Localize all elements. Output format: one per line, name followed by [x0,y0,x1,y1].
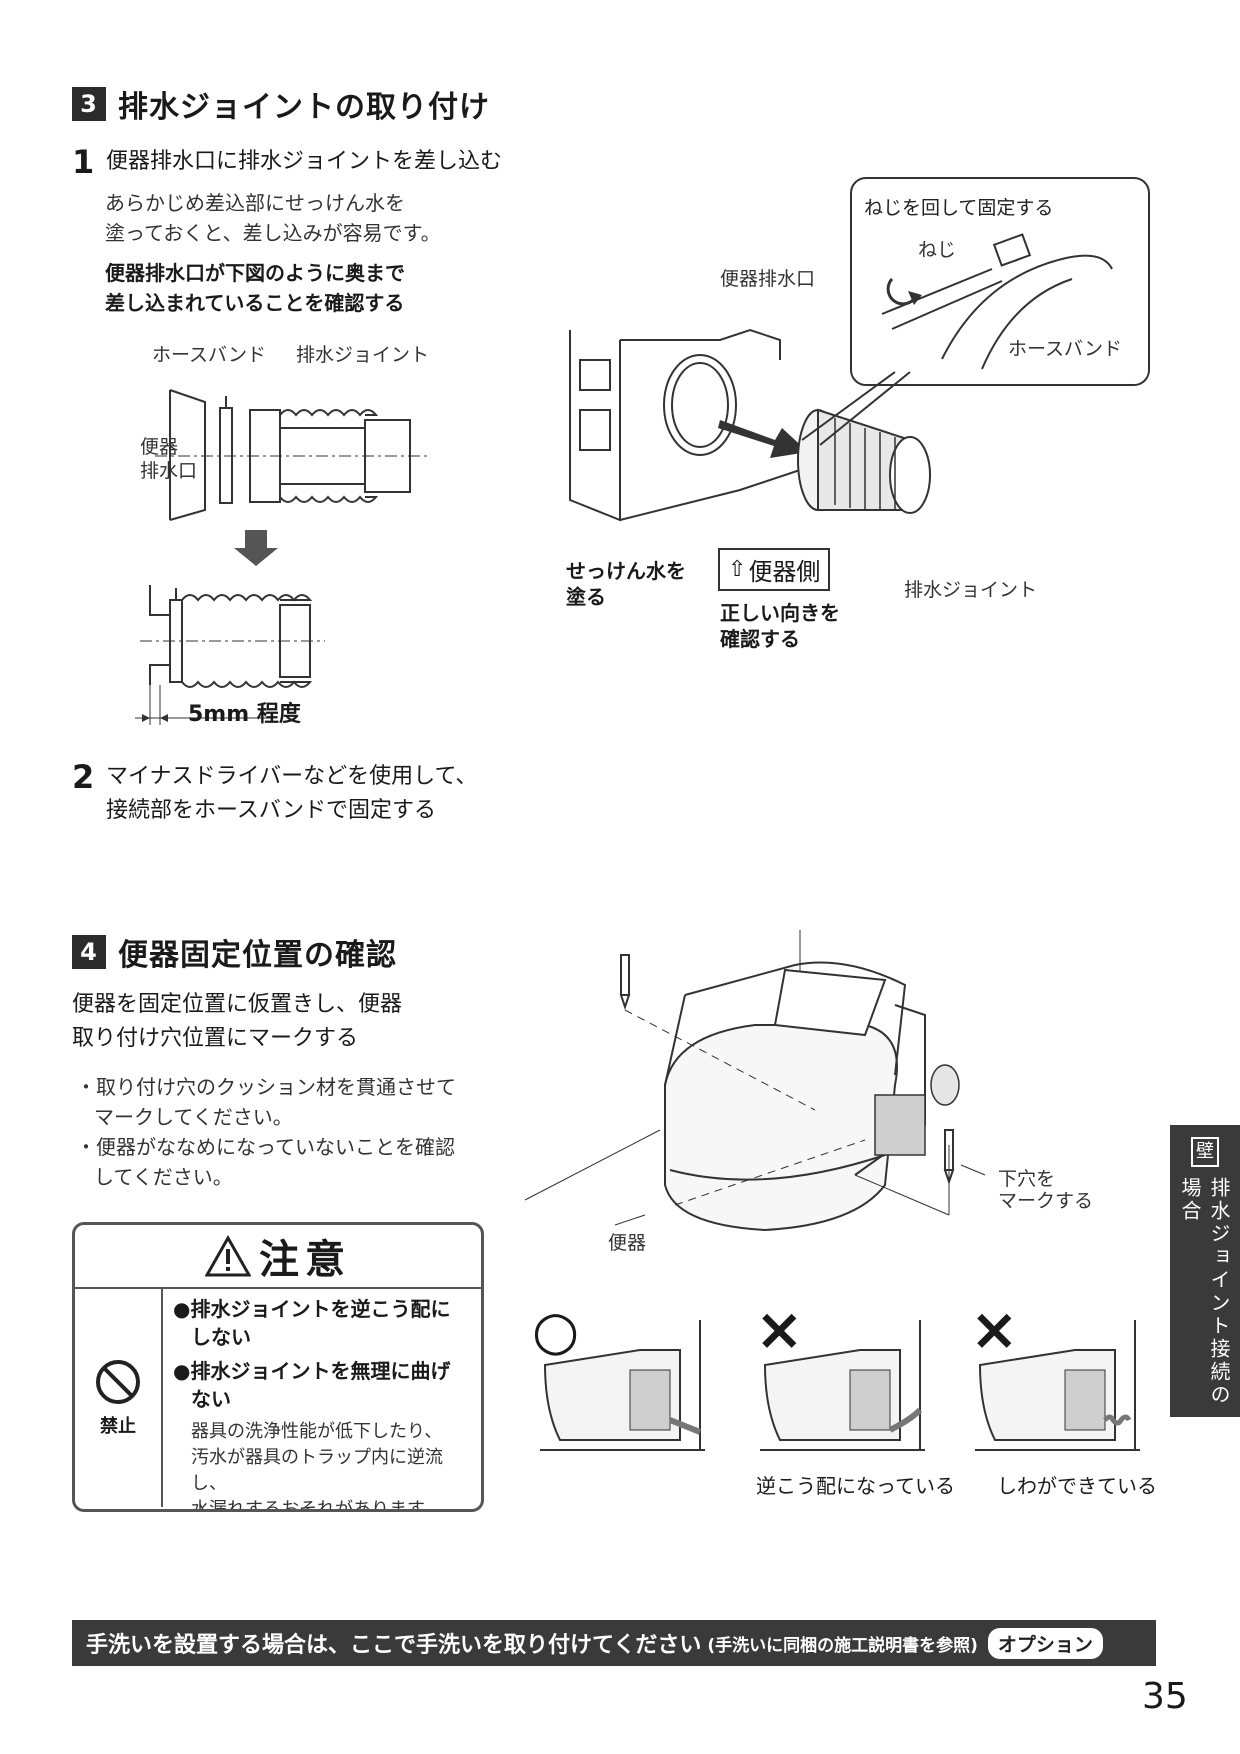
section4-text-line1: 便器を固定位置に仮置きし、便器 [72,992,403,1017]
ng-symbol-1: × [755,1295,804,1363]
step1-text: 便器排水口に排水ジョイントを差し込む [106,149,503,174]
side-tab-kanji: 壁 [1191,1137,1219,1167]
diagram-outlet-line1: 便器 [140,436,179,458]
outlet-label: 便器排水口 [720,268,816,290]
mark-hole-label: 下穴を マークする [998,1168,1093,1212]
right-joint-label: 排水ジョイント [904,579,1038,601]
step2-text: マイナスドライバーなどを使用して、 接続部をホースバンドで固定する [106,760,477,828]
toilet-side-text: 便器側 [748,558,821,586]
caution-header: 注意 [75,1225,481,1289]
callout-hose-band-label: ホースバンド [1008,338,1123,360]
ok-symbol: ○ [532,1299,580,1362]
step1-note: あらかじめ差込部にせっけん水を 塗っておくと、差し込みが容易です。 [105,188,441,248]
bullet2-line1: ・便器がななめになっていないことを確認 [76,1135,455,1159]
bullet1-line1: ・取り付け穴のクッション材を貫通させて [76,1075,456,1099]
caution-item2: ●排水ジョイントを無理に曲げ ない [173,1357,471,1413]
prohibit-panel: 禁止 [75,1289,163,1507]
step1-note-line1: あらかじめ差込部にせっけん水を [105,191,405,215]
ng2-caption: しわができている [997,1474,1157,1498]
diagram-joint-label: 排水ジョイント [296,344,430,366]
page-number: 35 [1142,1676,1188,1717]
section3-title-text: 排水ジョイントの取り付け [118,90,490,125]
section4-title: 4 便器固定位置の確認 [72,930,397,974]
up-arrow-icon: ⇧ [728,557,747,582]
diagram-outlet-label: 便器 排水口 [140,435,197,483]
callout-screw-label: ねじ [918,239,957,261]
caution-item2-line2: ない [191,1387,231,1411]
side-tab: 壁 排水ジョイント接続の場合 [1170,1125,1240,1417]
section3-number: 3 [72,87,106,121]
caution-item2-line1: ●排水ジョイントを無理に曲げ [173,1359,451,1383]
direction-label: 正しい向きを 確認する [720,600,840,652]
joint-insertion-diagram [135,389,430,725]
diagram-hose-band-label: ホースバンド [152,344,267,366]
section4-text-line2: 取り付け穴位置にマークする [72,1026,359,1051]
screwdriver-illustration [881,233,1113,370]
bullet1-line2: マークしてください。 [94,1105,293,1129]
step1-check: 便器排水口が下図のように奥まで 差し込まれていることを確認する [105,258,405,318]
option-badge: オプション [987,1627,1103,1659]
step2-line2: 接続部をホースバンドで固定する [106,798,437,823]
toilet-side-box: ⇧ 便器側 [718,548,831,591]
prohibit-label: 禁止 [100,1416,136,1437]
callout-pointer [801,371,911,446]
caution-title: 注意 [259,1237,351,1283]
warning-triangle-icon [205,1235,251,1277]
toilet-label: 便器 [608,1232,647,1254]
step1-check-line1: 便器排水口が下図のように奥まで [105,261,405,285]
caution-item1: ●排水ジョイントを逆こう配に しない [173,1295,471,1351]
section4-number: 4 [72,935,106,969]
step1-check-line2: 差し込まれていることを確認する [105,291,405,315]
diagram-outlet-line2: 排水口 [140,460,198,482]
caution-item1-line2: しない [191,1325,251,1349]
step2-line1: マイナスドライバーなどを使用して、 [106,764,478,789]
caution-note-line1: 器具の洗浄性能が低下したり、 [191,1421,443,1442]
section4-bullets: ・取り付け穴のクッション材を貫通させて マークしてください。 ・便器がななめにな… [76,1072,456,1192]
caution-content: ●排水ジョイントを逆こう配に しない ●排水ジョイントを無理に曲げ ない 器具の… [163,1289,481,1509]
toilet-placement-illustration [525,930,986,1232]
section3-title: 3 排水ジョイントの取り付け [72,82,490,126]
step1: 1 便器排水口に排水ジョイントを差し込む [72,145,502,179]
direction-line2: 確認する [720,627,800,651]
screw-callout: ねじを回して固定する ねじ ホースバンド [850,177,1150,386]
bullet2-line2: してください。 [94,1165,233,1189]
bottom-banner: 手洗いを設置する場合は、ここで手洗いを取り付けてください (手洗いに同梱の施工説… [72,1620,1156,1666]
ng-example-2-illustration [975,1320,1140,1451]
direction-line1: 正しい向きを [720,601,840,625]
ng1-caption: 逆こう配になっている [756,1474,955,1498]
step1-number: 1 [72,143,95,181]
caution-note: 器具の洗浄性能が低下したり、 汚水が器具のトラップ内に逆流し、 水漏れするおそれ… [173,1419,471,1512]
side-tab-text: 排水ジョイント接続の場合 [1178,1177,1231,1407]
caution-note-line2: 汚水が器具のトラップ内に逆流し、 [191,1447,443,1494]
ng-symbol-2: × [970,1295,1019,1363]
soap-line1: せっけん水を [566,559,686,583]
prohibit-icon [96,1360,140,1404]
diagram-gap-label: 5mm 程度 [188,702,301,727]
section4-title-text: 便器固定位置の確認 [118,938,397,973]
banner-sub-text: (手洗いに同梱の施工説明書を参照) [707,1635,978,1656]
mark-hole-line1: 下穴を [998,1168,1056,1190]
caution-box: 注意 禁止 ●排水ジョイントを逆こう配に しない ●排水ジョイントを無理に曲げ … [72,1222,484,1512]
step2: 2 マイナスドライバーなどを使用して、 接続部をホースバンドで固定する [72,760,477,828]
caution-note-line3: 水漏れするおそれがあります。 [191,1499,442,1512]
section4-text: 便器を固定位置に仮置きし、便器 取り付け穴位置にマークする [72,988,402,1056]
ok-example-illustration [540,1320,705,1451]
callout-title: ねじを回して固定する [864,197,1054,219]
step2-number: 2 [72,758,95,796]
soap-label: せっけん水を 塗る [566,558,686,610]
step1-note-line2: 塗っておくと、差し込みが容易です。 [105,221,441,245]
soap-line2: 塗る [566,585,606,609]
mark-hole-line2: マークする [998,1190,1094,1212]
caution-item1-line1: ●排水ジョイントを逆こう配に [173,1297,451,1321]
banner-main-text: 手洗いを設置する場合は、ここで手洗いを取り付けてください [86,1633,702,1658]
ng-example-1-illustration [760,1320,925,1451]
